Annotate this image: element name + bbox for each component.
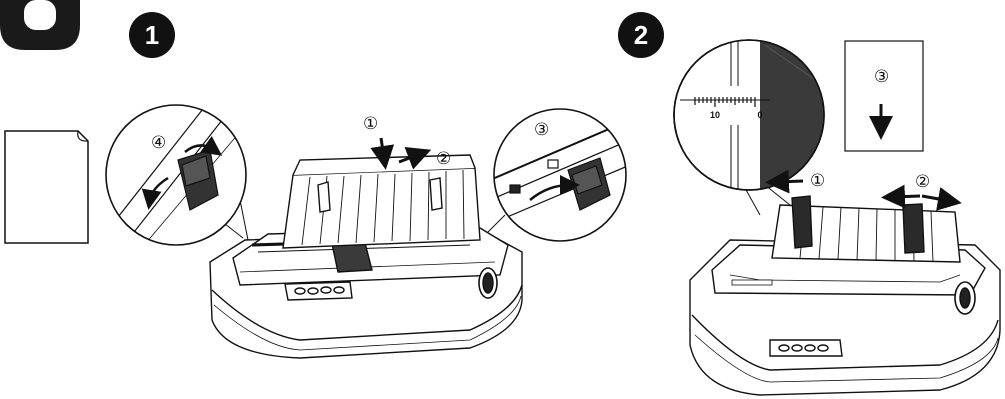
step2-label-3: ③	[874, 67, 889, 87]
step-badge-1-text: 1	[145, 20, 159, 50]
zoom-detail-3: ③	[488, 109, 630, 241]
step1-label-1: ①	[363, 114, 378, 134]
scale-tick-10: 10	[710, 110, 720, 120]
step2-label-1: ①	[810, 171, 825, 191]
scale-tick-0: 0	[757, 110, 762, 120]
step1-label-3: ③	[534, 120, 549, 140]
step-badge-2-text: 2	[634, 20, 648, 50]
printer-step-2	[690, 196, 1000, 395]
step-badge-1: 1	[129, 12, 175, 58]
corner-badge	[0, 0, 80, 50]
double-arrow-icon	[893, 196, 920, 197]
step-badge-2: 2	[618, 12, 664, 58]
arrow-down-icon	[381, 138, 384, 158]
arrow-left-icon	[777, 181, 803, 182]
paper-insert-card: ③	[845, 41, 923, 151]
zoom-detail-4: ④	[100, 100, 250, 250]
step1-label-4: ④	[151, 133, 166, 153]
step2-label-2: ②	[915, 172, 930, 192]
step1-label-2: ②	[436, 149, 451, 169]
paper-sheet-icon	[5, 131, 88, 243]
zoom-detail-scale: 10 0	[674, 30, 830, 215]
printer-step-1	[210, 155, 522, 358]
